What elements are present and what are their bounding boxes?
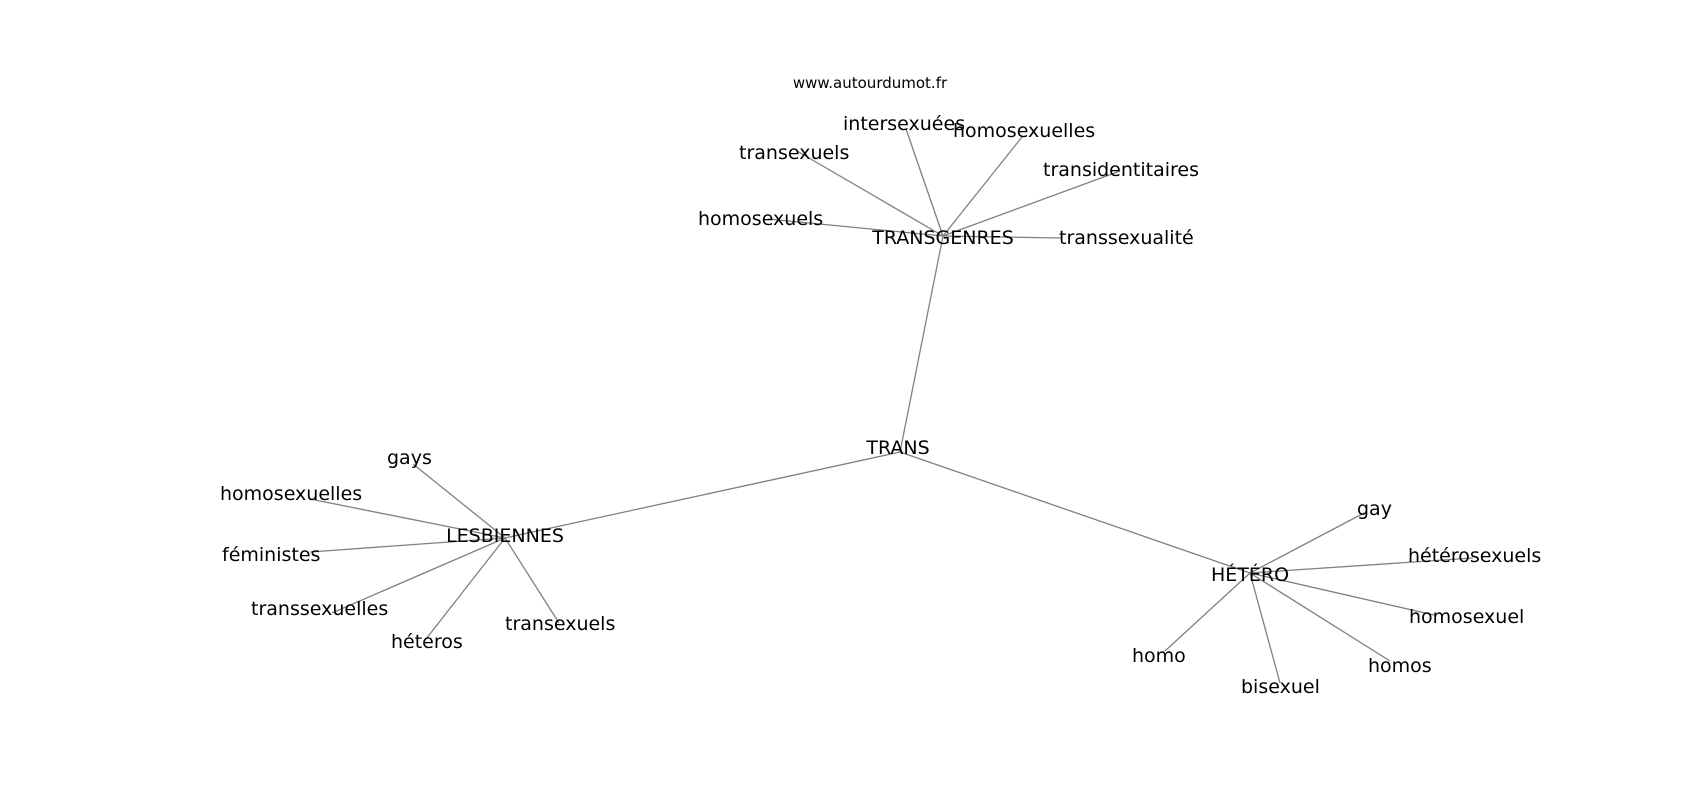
node-hub-lesbiennes[interactable]: LESBIENNES [446, 525, 564, 547]
node-leaf-lesbiennes-gays[interactable]: gays [387, 447, 432, 469]
edge-lesbiennes-heteros [425, 537, 506, 640]
node-leaf-hetero-bisexuel[interactable]: bisexuel [1241, 676, 1320, 698]
node-root-trans[interactable]: TRANS [865, 437, 929, 459]
edge-lesbiennes-transsexuelles [331, 537, 506, 614]
node-leaf-transgenres-transidentitaires[interactable]: transidentitaires [1043, 159, 1199, 181]
node-leaf-lesbiennes-feministes[interactable]: féministes [222, 544, 320, 566]
node-leaf-transgenres-transexuels[interactable]: transexuels [739, 142, 849, 164]
graph-edges [309, 128, 1474, 684]
node-leaf-lesbiennes-transexuels[interactable]: transexuels [505, 613, 615, 635]
edge-hetero-homos [1249, 572, 1391, 662]
node-hub-hetero[interactable]: HÉTÉRO [1211, 563, 1289, 586]
edge-hetero-homosexuel [1249, 572, 1435, 616]
edge-lesbiennes-transexuels [504, 537, 560, 624]
edge-lesbiennes-gays [412, 463, 506, 539]
node-leaf-transgenres-homosexuelles[interactable]: homosexuelles [953, 120, 1095, 142]
node-leaf-hetero-homos[interactable]: homos [1368, 655, 1432, 677]
edge-transgenres-transsexualite [942, 235, 1062, 239]
node-leaf-transgenres-homosexuels[interactable]: homosexuels [698, 208, 823, 230]
node-leaf-transgenres-transsexualite[interactable]: transsexualité [1059, 227, 1194, 249]
node-leaf-transgenres-intersexuees[interactable]: intersexuées [843, 113, 965, 135]
edge-transgenres-transidentitaires [942, 170, 1121, 237]
edge-root-hetero [899, 451, 1251, 574]
node-leaf-lesbiennes-transsexuelles[interactable]: transsexuelles [251, 598, 388, 620]
edge-hetero-gay [1249, 512, 1365, 574]
graph-labels: TRANSTRANSGENRESintersexuéeshomosexuelle… [220, 113, 1541, 698]
node-hub-transgenres[interactable]: TRANSGENRES [871, 227, 1014, 249]
edge-hetero-homo [1164, 572, 1251, 652]
node-leaf-hetero-gay[interactable]: gay [1357, 498, 1392, 520]
node-leaf-hetero-homosexuel[interactable]: homosexuel [1409, 606, 1524, 628]
edge-transgenres-transexuels [796, 150, 944, 237]
edge-root-transgenres [899, 235, 944, 453]
edge-root-lesbiennes [504, 451, 901, 539]
node-leaf-lesbiennes-heteros[interactable]: héteros [391, 631, 463, 653]
node-leaf-lesbiennes-homosexuelles[interactable]: homosexuelles [220, 483, 362, 505]
edge-lesbiennes-homosexuelles [309, 498, 506, 539]
site-title: www.autourdumot.fr [793, 74, 948, 92]
edge-transgenres-intersexuees [905, 128, 944, 237]
node-leaf-hetero-heterosexuels[interactable]: hétérosexuels [1408, 545, 1541, 567]
edge-transgenres-homosexuelles [942, 136, 1023, 237]
edge-transgenres-homosexuels [767, 218, 944, 237]
edge-lesbiennes-feministes [309, 537, 506, 553]
edge-hetero-heterosexuels [1249, 557, 1474, 574]
edge-hetero-bisexuel [1249, 572, 1281, 684]
node-leaf-hetero-homo[interactable]: homo [1132, 645, 1186, 667]
